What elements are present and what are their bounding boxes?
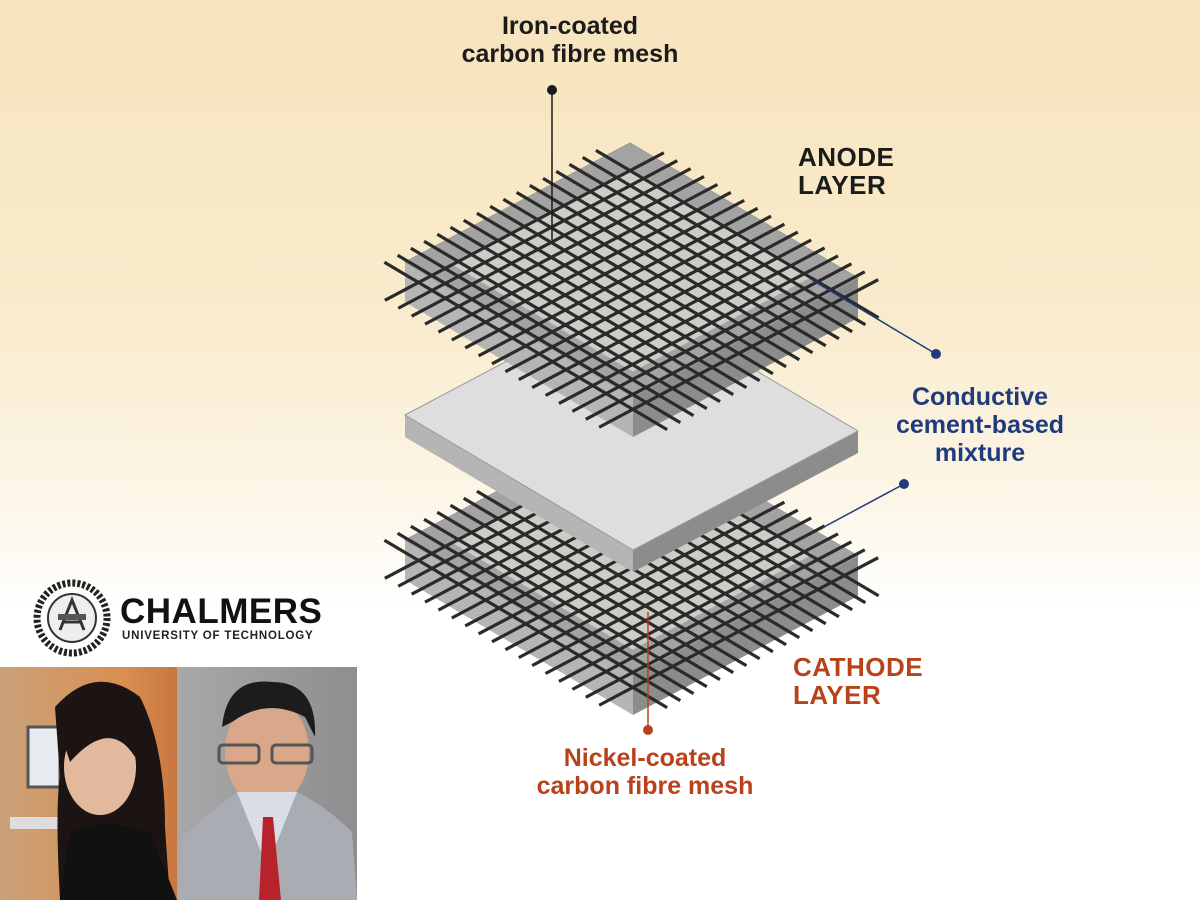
conductive-leader-line [821,483,905,529]
iron-mesh-leader-dot [547,85,557,95]
chalmers-seal-icon [33,579,111,657]
nickel-mesh-label-line: Nickel-coated [563,744,727,772]
anode-leader-dot [931,349,941,359]
anode-layer-label: ANODE LAYER [798,143,894,199]
logo-subtitle: UNIVERSITY OF TECHNOLOGY [122,630,314,642]
cathode-label-line: LAYER [793,680,882,710]
logo-name: CHALMERS [120,592,323,631]
conductive-label-line: mixture [934,439,1026,467]
researcher-photo-woman [0,667,177,900]
conductive-label-line: Conductive [911,383,1049,411]
mesh-fibre [598,278,879,429]
mesh-fibre [598,556,879,707]
mesh-fibre [585,548,866,699]
iron-mesh-label-line: Iron-coated [501,12,639,40]
conductive-leader-dot [899,479,909,489]
iron-mesh-label-line: carbon fibre mesh [461,40,679,68]
researcher-photo-man [177,667,357,900]
anode-layer [383,142,880,437]
conductive-mixture-label: Conductive cement-based mixture [870,383,1090,467]
nickel-mesh-label-line: carbon fibre mesh [536,772,754,800]
nickel-mesh-leader-dot [643,725,653,735]
conductive-label-line: cement-based [895,411,1065,439]
anode-label-line: LAYER [798,170,887,200]
mesh-fibre [595,148,880,320]
chalmers-logo: CHALMERS UNIVERSITY OF TECHNOLOGY [30,578,330,658]
cathode-layer-label: CATHODE LAYER [793,653,923,709]
anode-leader-line [811,279,937,355]
iron-mesh-label: Iron-coated carbon fibre mesh [440,12,700,68]
anode-label-line: ANODE [798,142,895,172]
mesh-fibre [585,270,866,421]
cathode-label-line: CATHODE [793,652,924,682]
cement-mixture-layer-front-face [633,431,858,572]
nickel-mesh-label: Nickel-coated carbon fibre mesh [515,744,775,800]
cement-mixture-layer-left-face [405,415,633,572]
